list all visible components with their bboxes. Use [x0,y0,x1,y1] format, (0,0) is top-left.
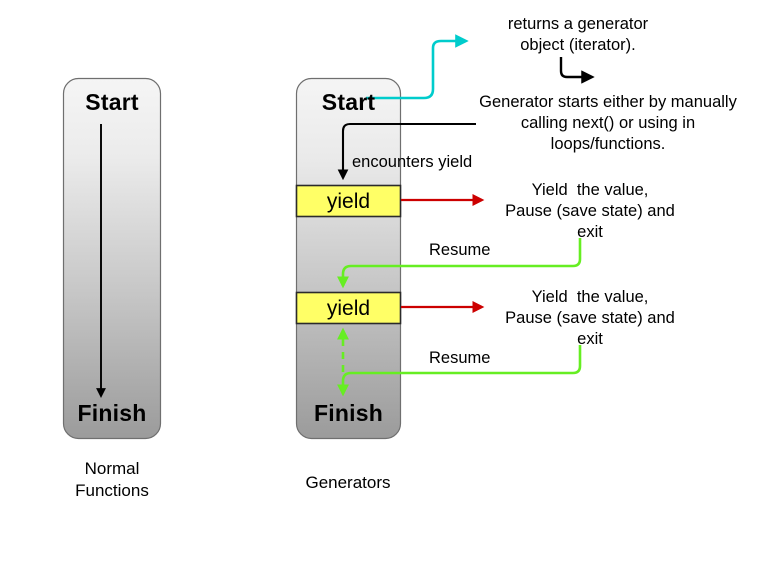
generator-starts-line3: loops/functions. [550,135,666,153]
generator-starts-line1: Generator starts either by manually [479,93,737,111]
generator-start-label: Start [321,89,376,115]
normal-finish-label: Finish [77,400,147,426]
yield-exit-2-line3: exit [577,330,603,348]
yield-exit-1-line3: exit [577,223,603,241]
yield-label-1: yield [326,190,371,213]
yield-label-2: yield [326,297,371,320]
yield-block-1 [295,184,402,218]
generator-starts-line2: calling next() or using in [520,114,696,132]
encounters-yield-arrow [337,122,476,181]
yield-exit-1-line1: Yield the value, [531,181,649,199]
resume-arrow-1 [337,238,582,289]
normal-start-label: Start [85,89,139,115]
returns-generator-line1: returns a generator [507,15,649,33]
yield-block-2 [295,291,402,325]
generator-body [295,77,402,440]
generators-caption: Generators [305,473,391,492]
encounters-yield-label: encounters yield [352,153,473,171]
yield-exit-1-line2: Pause (save state) and [505,202,675,220]
resume-arrow-2 [337,345,582,397]
annotation-link-arrow [559,57,595,84]
resume-label-2: Resume [429,349,491,367]
returns-generator-line2: object (iterator). [520,36,636,54]
resume-label-1: Resume [429,241,491,259]
normal-function-body [62,77,162,440]
generator-finish-label: Finish [314,400,383,426]
yield-exit-2-line2: Pause (save state) and [505,309,675,327]
yield-exit-2-line1: Yield the value, [531,288,649,306]
normal-functions-caption-line1: Normal [84,459,140,478]
normal-functions-caption-line2: Functions [75,481,149,500]
returns-generator-arrow [366,34,469,100]
